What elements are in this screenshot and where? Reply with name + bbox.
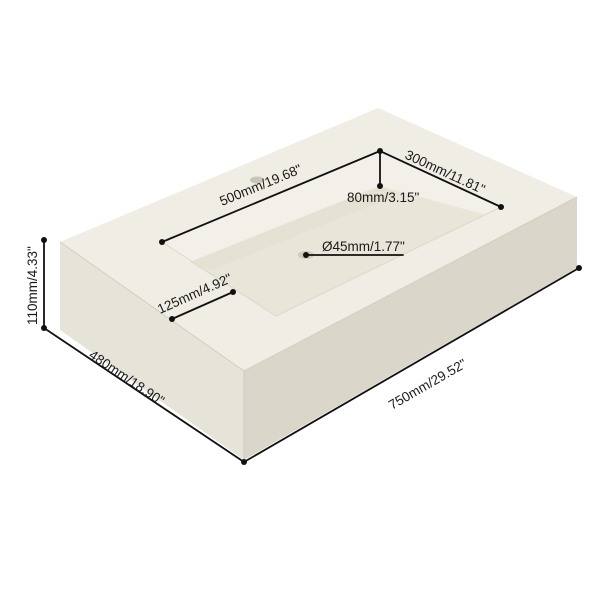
basin-width-line [379,150,502,208]
basin-depth-end-dot [377,183,383,189]
left-ledge-line [171,291,234,320]
overall-height-label: 110mm/4.33" [25,246,40,325]
basin-width-end-dot [498,204,504,210]
faucet-hole [250,176,264,184]
basin-floor [190,186,486,316]
basin-recess [160,150,503,317]
basin-back-wall [162,151,380,262]
basin-depth-label: 80mm/3.15" [347,190,420,205]
left-ledge-start-dot [169,316,175,322]
drain-diameter-label: Ø45mm/1.77" [322,239,405,254]
basin-length-line [161,150,381,243]
overall-length-line [243,267,580,463]
basin-right-wall [380,151,501,215]
overall-depth-line [43,327,245,463]
dimension-lines [41,148,582,465]
basin-length-start-dot [159,239,165,245]
drain-diameter-dot [303,252,309,258]
sink-front-face [60,242,244,460]
left-ledge-end-dot [230,289,236,295]
overall-height-top-dot [41,237,47,243]
sink-side-face [244,197,577,460]
overall-length-end-dot [576,265,582,271]
